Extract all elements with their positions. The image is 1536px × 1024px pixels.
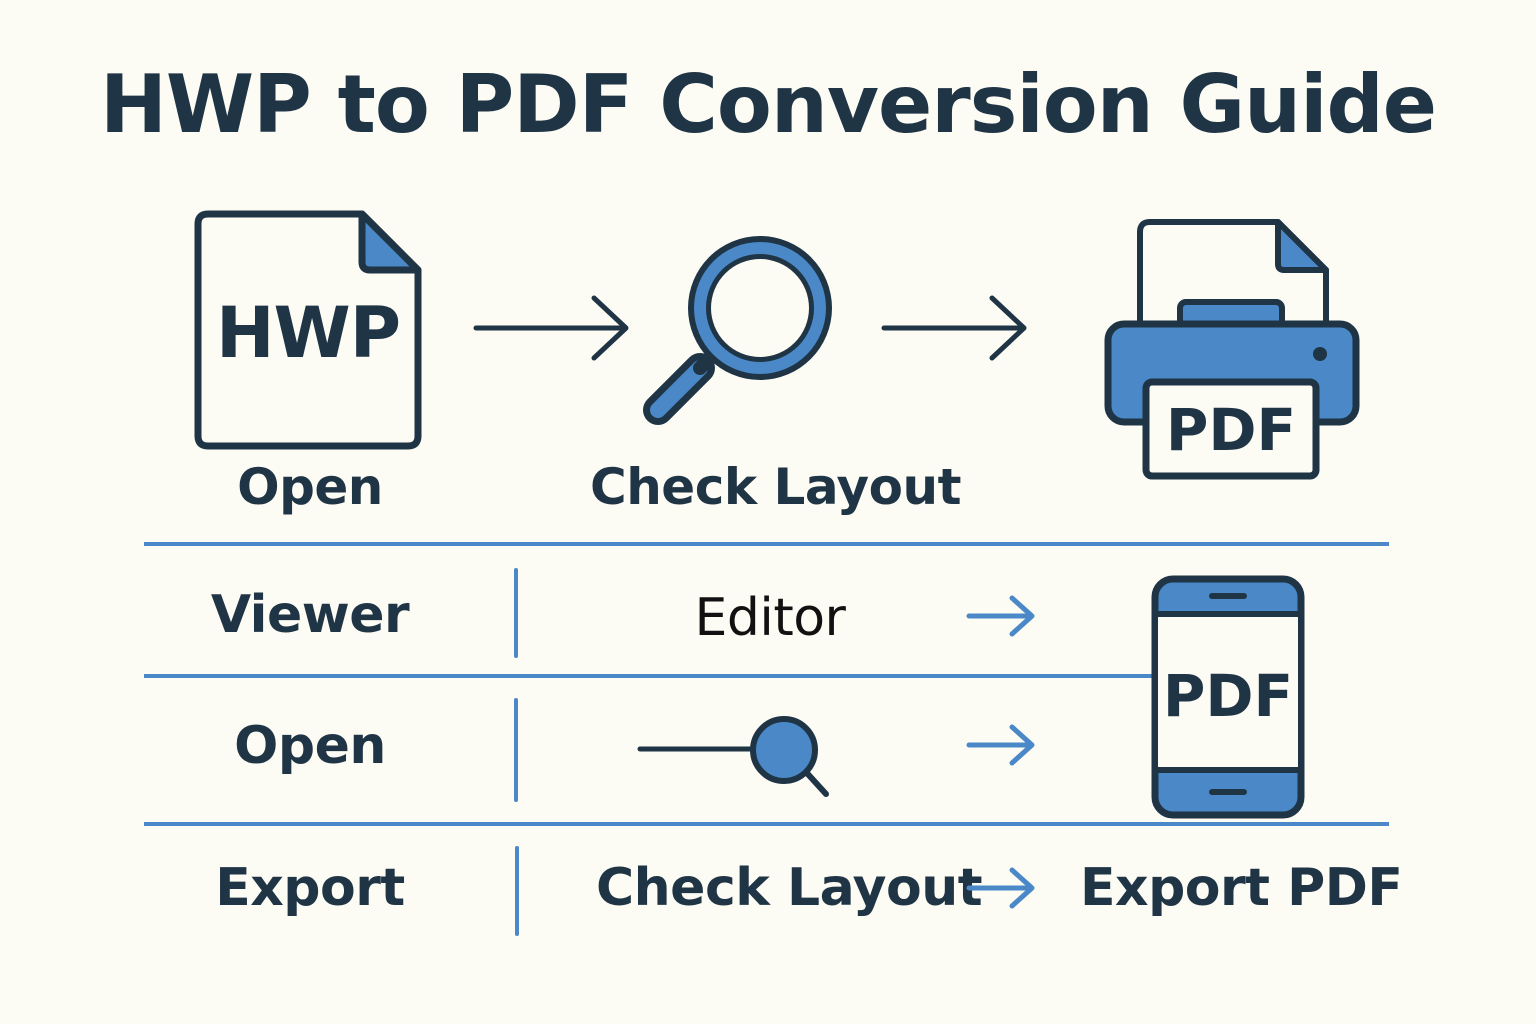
page-title: HWP to PDF Conversion Guide <box>99 58 1437 151</box>
phone-pdf-text: PDF <box>1162 662 1294 730</box>
magnifier-icon <box>643 236 832 425</box>
table-cell-check-layout: Check Layout <box>596 858 983 918</box>
table-cell-editor: Editor <box>694 588 846 648</box>
arrow-right-icon <box>966 724 1035 766</box>
table-column-divider <box>514 698 518 802</box>
table-cell-export: Export <box>215 858 405 918</box>
hwp-file-icon <box>194 210 422 450</box>
table-divider-middle <box>144 674 1154 678</box>
step-label-open: Open <box>237 458 383 516</box>
printer-icon <box>1104 219 1360 480</box>
table-column-divider <box>514 568 518 658</box>
printer-pdf-text: PDF <box>1165 396 1297 464</box>
arrow-right-icon <box>966 867 1035 909</box>
table-cell-export-pdf: Export PDF <box>1080 858 1403 918</box>
arrow-right-icon <box>473 295 629 361</box>
table-column-divider <box>515 846 519 936</box>
search-slider-icon <box>637 716 829 797</box>
table-cell-viewer: Viewer <box>210 585 410 645</box>
arrow-right-icon <box>966 595 1035 637</box>
table-cell-open: Open <box>234 716 386 776</box>
table-divider-top <box>144 542 1389 546</box>
phone-icon <box>1151 575 1305 819</box>
hwp-file-text: HWP <box>215 292 401 374</box>
arrow-right-icon <box>881 295 1027 361</box>
table-divider-bottom <box>144 822 1389 826</box>
step-label-check-layout: Check Layout <box>590 458 962 516</box>
